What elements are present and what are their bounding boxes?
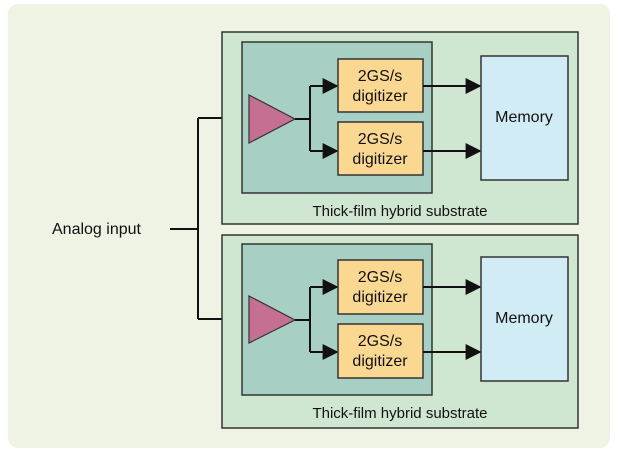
module-2: 2GS/s digitizer 2GS/s digitizer Memory T… <box>221 234 579 429</box>
digitizer-box <box>337 323 424 379</box>
memory-label: Memory <box>495 109 553 126</box>
analog-input-label: Analog input <box>52 221 142 238</box>
digitizer-box <box>337 121 424 176</box>
module-1: 2GS/s digitizer 2GS/s digitizer Memory T… <box>221 31 579 225</box>
amplifier-icon <box>248 94 297 144</box>
digitizer-rate-label: 2GS/s <box>358 269 402 286</box>
digitizer-rate-label: 2GS/s <box>358 68 402 85</box>
digitizer-to-memory-arrows <box>423 279 482 360</box>
digitizer-box <box>337 259 424 315</box>
memory-box <box>480 55 569 181</box>
digitizer-to-memory-arrows <box>423 78 482 159</box>
digitizer-rate-label: 2GS/s <box>358 333 402 350</box>
digitizer-label: digitizer <box>352 353 408 370</box>
digitizer-label: digitizer <box>352 88 408 105</box>
digitizer-label: digitizer <box>352 151 408 168</box>
digitizer-rate-label: 2GS/s <box>358 131 402 148</box>
memory-box <box>480 256 569 382</box>
amplifier-split-wiring <box>295 279 339 360</box>
substrate-label: Thick-film hybrid substrate <box>312 203 487 220</box>
amplifier-icon <box>248 295 297 344</box>
digitizer-label: digitizer <box>352 289 408 306</box>
amplifier-split-wiring <box>295 78 339 159</box>
substrate-label: Thick-film hybrid substrate <box>312 405 487 422</box>
memory-label: Memory <box>495 310 553 327</box>
digitizer-box <box>337 58 424 113</box>
